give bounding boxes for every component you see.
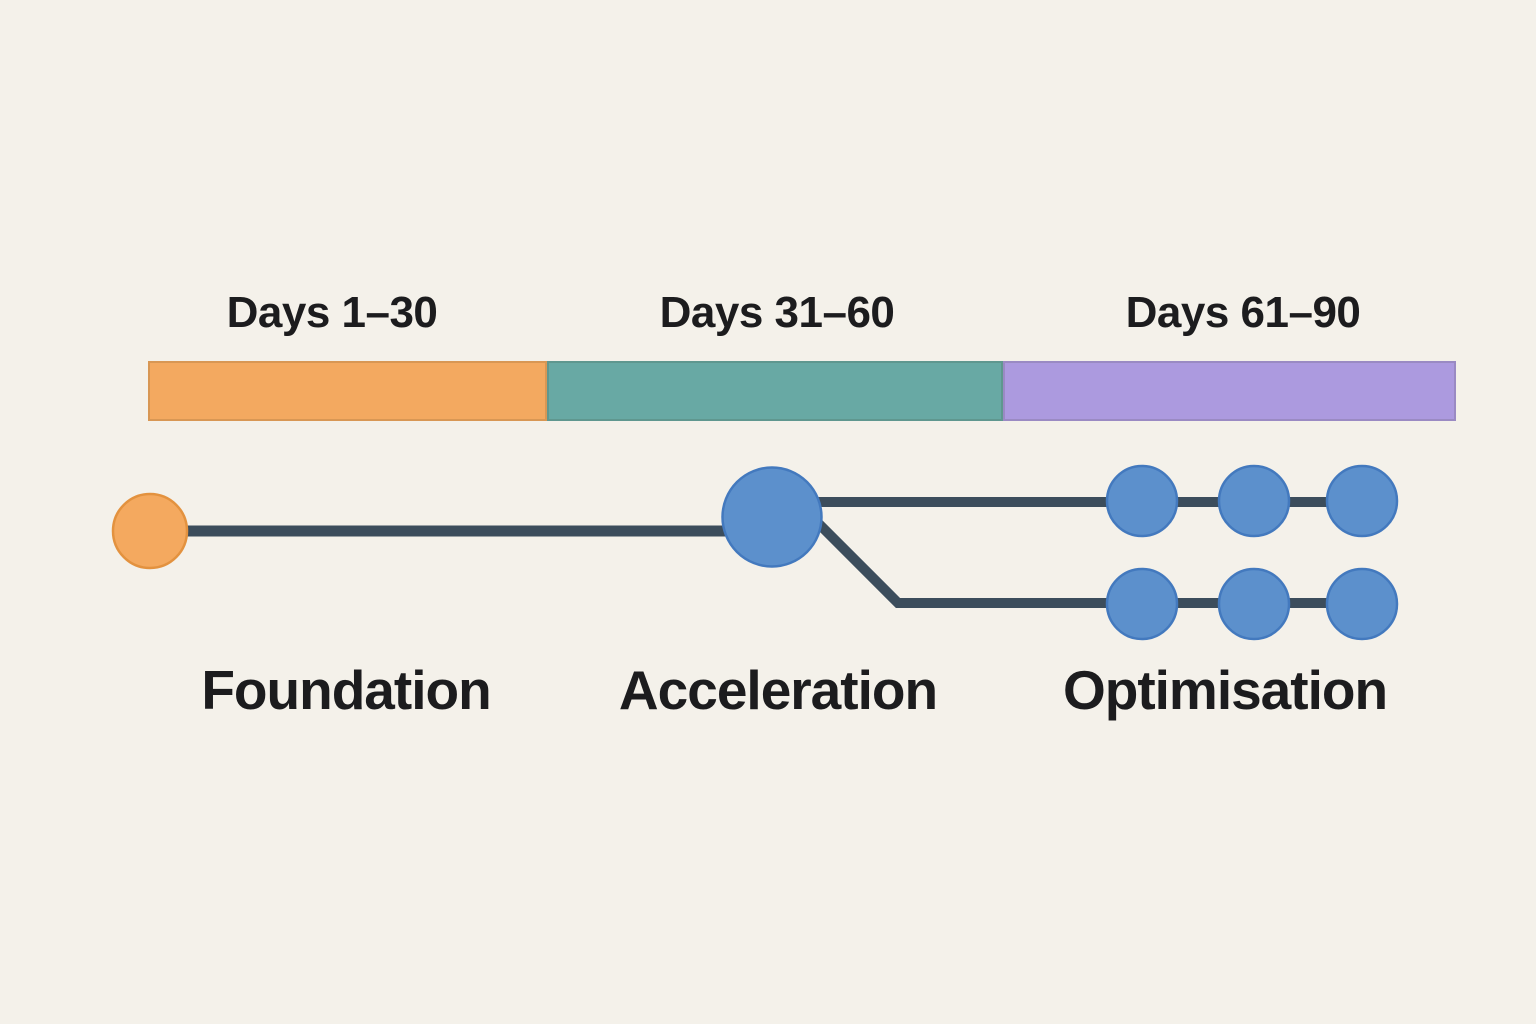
- phase-label-acceleration: Acceleration: [618, 659, 938, 721]
- optimisation-top-node-3: [1325, 464, 1399, 538]
- optimisation-bottom-node-1: [1105, 567, 1179, 641]
- timeline-bar: [148, 361, 1456, 421]
- bottom-branch-line: [796, 501, 1362, 608]
- phase-label-optimisation: Optimisation: [1062, 659, 1388, 721]
- acceleration-hub-node: [721, 466, 823, 568]
- phase-label-foundation: Foundation: [201, 659, 491, 721]
- optimisation-top-node-1: [1105, 464, 1179, 538]
- timeline-bar-segment-optimisation: [1003, 361, 1456, 421]
- foundation-start-node: [111, 492, 189, 570]
- day-range-label-phase-2: Days 31–60: [659, 288, 895, 337]
- optimisation-bottom-node-3: [1325, 567, 1399, 641]
- timeline-bar-segment-acceleration: [547, 361, 1003, 421]
- day-range-label-phase-3: Days 61–90: [1125, 288, 1361, 337]
- timeline-bar-segment-foundation: [148, 361, 547, 421]
- optimisation-bottom-node-2: [1217, 567, 1291, 641]
- day-range-label-phase-1: Days 1–30: [226, 288, 438, 337]
- optimisation-top-node-2: [1217, 464, 1291, 538]
